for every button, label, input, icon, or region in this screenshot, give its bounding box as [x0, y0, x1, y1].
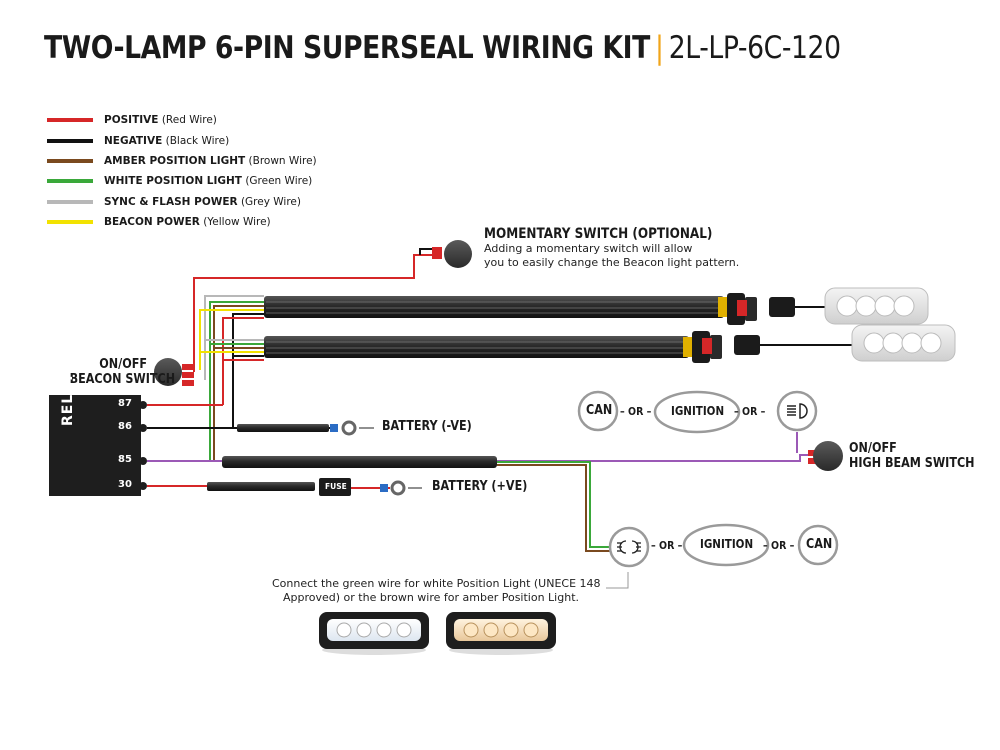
lower-superseal-connector [692, 331, 852, 363]
red-wire [222, 317, 264, 405]
top-options-shapes [577, 390, 818, 434]
bottom-can-option: CAN [806, 537, 833, 552]
position-light-note: Connect the green wire for white Positio… [272, 577, 601, 605]
upper-superseal-connector [727, 293, 825, 325]
lower-wire-loom [264, 336, 689, 358]
green-wire [209, 301, 264, 460]
momentary-switch-label: MOMENTARY SWITCH (OPTIONAL) Adding a mom… [484, 226, 750, 270]
position-note-line-1: Connect the green wire for white Positio… [272, 577, 601, 590]
legend-detail: (Red Wire) [161, 114, 217, 127]
beacon-switch [154, 358, 194, 386]
legend-swatch-amber-position [47, 158, 93, 163]
legend-swatch-negative [47, 138, 93, 143]
legend-detail: (Yellow Wire) [203, 216, 271, 229]
high-beam-switch-line-1: ON/OFF [849, 441, 897, 456]
high-beam-feed-loom [222, 456, 497, 468]
lower-lamp [851, 324, 956, 362]
legend-swatch-white-position [47, 179, 93, 184]
wire-legend: POSITIVE (Red Wire) NEGATIVE (Black Wire… [47, 110, 317, 232]
momentary-switch-desc-2: you to easily change the Beacon light pa… [484, 256, 740, 269]
high-beam-icon [787, 403, 808, 419]
relay-label: RELAY [60, 372, 76, 426]
relay-pin-85: 85 [118, 454, 132, 465]
beacon-switch-line-1: ON/OFF [99, 357, 147, 372]
battery-neg-sleeve [237, 424, 329, 432]
legend-name: AMBER POSITION LIGHT [104, 154, 246, 167]
bottom-or-1: – OR – [651, 539, 683, 552]
legend-item-amber-position: AMBER POSITION LIGHT (Brown Wire) [47, 151, 317, 171]
beacon-switch-label: ON/OFF BEACON SWITCH [57, 357, 176, 387]
legend-detail: (Grey Wire) [240, 195, 301, 208]
battery-negative-label: BATTERY (-VE) [382, 419, 472, 434]
legend-swatch-beacon-power [47, 220, 93, 225]
relay-pin-86: 86 [118, 421, 132, 432]
title-main: TWO-LAMP 6-PIN SUPERSEAL WIRING KIT [44, 30, 650, 66]
note-callout-line [606, 572, 629, 589]
bottom-or-2: – OR – [763, 539, 795, 552]
page-title: TWO-LAMP 6-PIN SUPERSEAL WIRING KIT|2L-L… [44, 30, 841, 66]
relay-pin-dots [139, 401, 147, 490]
legend-item-white-position: WHITE POSITION LIGHT (Green Wire) [47, 171, 317, 191]
upper-lamp [824, 287, 929, 325]
battery-neg-ring [341, 420, 357, 436]
relay-pin-87: 87 [118, 398, 132, 409]
relay-pin-30: 30 [118, 479, 132, 490]
legend-name: SYNC & FLASH POWER [104, 195, 238, 208]
battery-positive-label: BATTERY (+VE) [432, 479, 528, 494]
lower-loom-wire-end [683, 337, 693, 357]
relay-box [49, 395, 141, 496]
black-wire [232, 313, 264, 428]
upper-wire-loom [264, 296, 724, 318]
top-can-option: CAN [586, 403, 613, 418]
fuse-holder [319, 478, 351, 496]
yellow-wire [199, 309, 264, 370]
legend-name: WHITE POSITION LIGHT [104, 175, 242, 188]
battery-pos-ring [390, 480, 406, 496]
high-beam-switch-label: ON/OFF HIGH BEAM SWITCH [849, 441, 995, 471]
brown-wire-down [497, 464, 612, 552]
high-beam-switch-line-2: HIGH BEAM SWITCH [849, 456, 975, 471]
high-beam-switch [808, 441, 843, 471]
momentary-switch [432, 240, 472, 268]
legend-name: BEACON POWER [104, 216, 200, 229]
position-light-icon [617, 540, 641, 554]
legend-swatch-positive [47, 118, 93, 123]
legend-swatch-sync-flash [47, 199, 93, 204]
legend-item-negative: NEGATIVE (Black Wire) [47, 130, 317, 150]
legend-detail: (Green Wire) [245, 175, 313, 188]
battery-pos-sleeve [207, 482, 315, 491]
upper-wire-bundle [193, 248, 432, 460]
battery-neg-terminal-sleeve [330, 424, 338, 432]
top-or-1: – OR – [620, 405, 652, 418]
position-note-line-2: Approved) or the brown wire for amber Po… [282, 591, 580, 604]
legend-detail: (Brown Wire) [248, 154, 317, 167]
legend-detail: (Black Wire) [165, 134, 230, 147]
legend-name: POSITIVE [104, 114, 159, 127]
bottom-options-shapes [608, 523, 839, 568]
brown-wire [213, 305, 264, 460]
momentary-switch-title: MOMENTARY SWITCH (OPTIONAL) [484, 226, 713, 242]
upper-loom-wire-end [718, 297, 728, 317]
legend-item-sync-flash: SYNC & FLASH POWER (Grey Wire) [47, 192, 317, 212]
loom-stripes [266, 301, 722, 354]
battery-pos-terminal-sleeve [380, 484, 388, 492]
legend-item-positive: POSITIVE (Red Wire) [47, 110, 317, 130]
title-separator: | [655, 30, 664, 66]
beacon-switch-line-2: BEACON SWITCH [69, 372, 176, 387]
white-position-lamp [319, 612, 429, 655]
black-wire [419, 248, 432, 255]
fuse-label: FUSE [325, 482, 347, 491]
title-code: 2L-LP-6C-120 [668, 30, 841, 66]
top-or-2: – OR – [734, 405, 766, 418]
bottom-ignition-option: IGNITION [700, 537, 754, 551]
green-wire-down [497, 461, 612, 548]
legend-name: NEGATIVE [104, 134, 163, 147]
top-ignition-option: IGNITION [671, 404, 725, 418]
legend-item-beacon-power: BEACON POWER (Yellow Wire) [47, 212, 317, 232]
momentary-switch-desc-1: Adding a momentary switch will allow [484, 242, 693, 255]
amber-position-lamp [446, 612, 556, 655]
